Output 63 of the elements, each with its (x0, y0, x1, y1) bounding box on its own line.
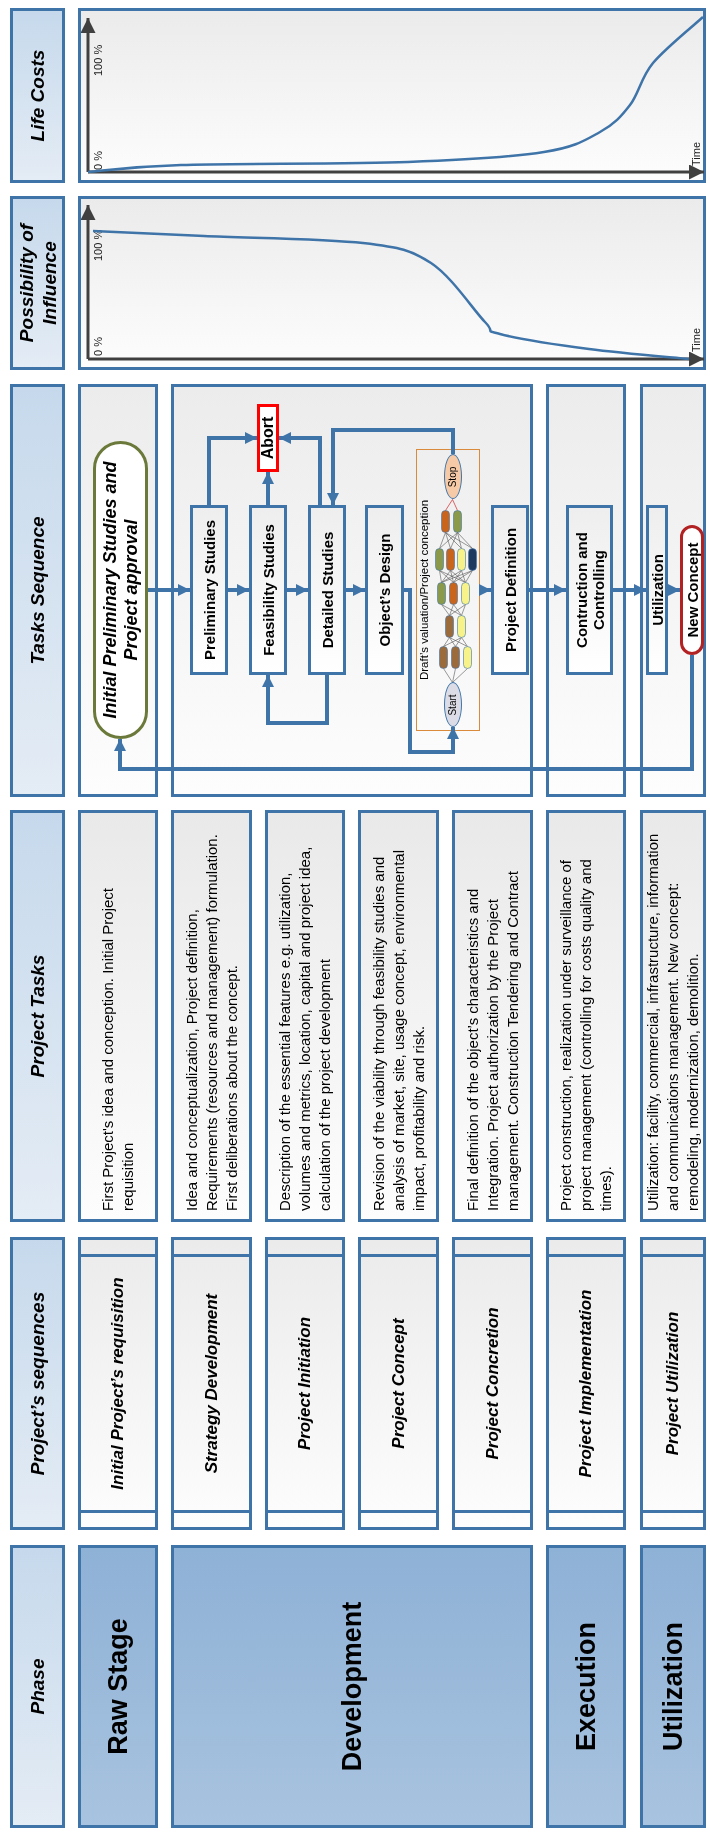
phase-cell: Development (171, 1545, 533, 1828)
process-box: Detailed Studies (308, 505, 346, 675)
terminal-ellipse: Start (443, 682, 462, 728)
lane-panel (546, 384, 626, 797)
arrow (228, 584, 249, 596)
arrow (262, 472, 274, 505)
task-description-cell: Final definition of the object’s characteristics and Integration. Project authorization by the Project management. Construction Tendering and Contract (452, 810, 533, 1222)
sequence-cell: Initial Project’s requisition (78, 1237, 158, 1530)
axis-label: Time (690, 141, 702, 166)
arrow (668, 584, 680, 596)
sequence-cell: Project Implementation (546, 1237, 626, 1530)
arrow (287, 584, 308, 596)
chart-panel (78, 196, 706, 370)
process-box: Contruction and Controlling (566, 505, 613, 675)
terminator-shape: New Concept (680, 525, 704, 655)
process-box: Object’s Design (365, 505, 404, 675)
sequence-cell: Project Concept (358, 1237, 439, 1530)
column-header: Life Costs (10, 8, 65, 183)
group-frame (416, 449, 480, 731)
group-title: Draft’s valuation/Project conception (418, 499, 430, 681)
process-box: Utilization (646, 505, 668, 675)
arrow (262, 675, 329, 725)
sequence-cell: Project Initiation (265, 1237, 345, 1530)
task-description-cell: Idea and conceptualization, Project definition, Requirements (resources and management) formulation. First deliberations about the concept. (171, 810, 252, 1222)
axis-label: 100 % (92, 44, 104, 76)
arrow (279, 432, 322, 505)
sequence-cell: Strategy Development (171, 1237, 252, 1530)
lane-panel (78, 384, 158, 797)
task-description-cell: Description of the essential features e.g. utilization, volumes and metrics, location, capital and project idea, calculation of the project development (265, 810, 345, 1222)
axis-label: 0 % (92, 151, 104, 170)
arrow (404, 588, 459, 754)
terminal-ellipse: Stop (443, 454, 462, 500)
column-header: Project Tasks (10, 810, 65, 1222)
task-description-cell: Project construction, realization under surveillance of project management (controlling for costs quality and times). (546, 810, 626, 1222)
phase-cell: Utilization (640, 1545, 706, 1828)
abort-box: Abort (257, 404, 279, 472)
sequence-cell: Project Utilization (640, 1237, 706, 1530)
process-box: Preliminary Studies (190, 505, 228, 675)
phase-cell: Raw Stage (78, 1545, 158, 1828)
process-box: Feasibility Studies (249, 505, 287, 675)
arrow (148, 584, 190, 596)
axis-label: Time (690, 327, 702, 352)
lane-panel (171, 384, 533, 797)
axis-label: 0 % (92, 337, 104, 356)
arrow (529, 584, 566, 596)
sequence-cell: Project Concretion (452, 1237, 533, 1530)
process-box: Project Definition (491, 505, 529, 675)
column-header: Project’s sequences (10, 1237, 65, 1530)
arrow (479, 584, 491, 596)
task-description-cell: First Project's idea and conception. Initial Project requisition (78, 810, 158, 1222)
column-header: Phase (10, 1545, 65, 1828)
task-description-cell: Revision of the viability through feasibility studies and analysis of market, site, usage concept, environmental impact, profitability and risk. (358, 810, 439, 1222)
terminator-shape: Initial Preliminary Studies and Project approval (93, 441, 148, 739)
column-header: Tasks Sequence (10, 384, 65, 797)
arrow (207, 432, 257, 505)
column-header: Possibility of Influence (10, 196, 65, 370)
task-description-cell: Utilization: facility, commercial, infrastructure, information and communications management. New concept: remodeling, modernization, demolition. (640, 810, 706, 1222)
phase-cell: Execution (546, 1545, 626, 1828)
arrow (613, 584, 646, 596)
lane-panel (640, 384, 706, 797)
arrow (346, 584, 365, 596)
arrow (114, 655, 694, 771)
arrow (327, 428, 455, 505)
